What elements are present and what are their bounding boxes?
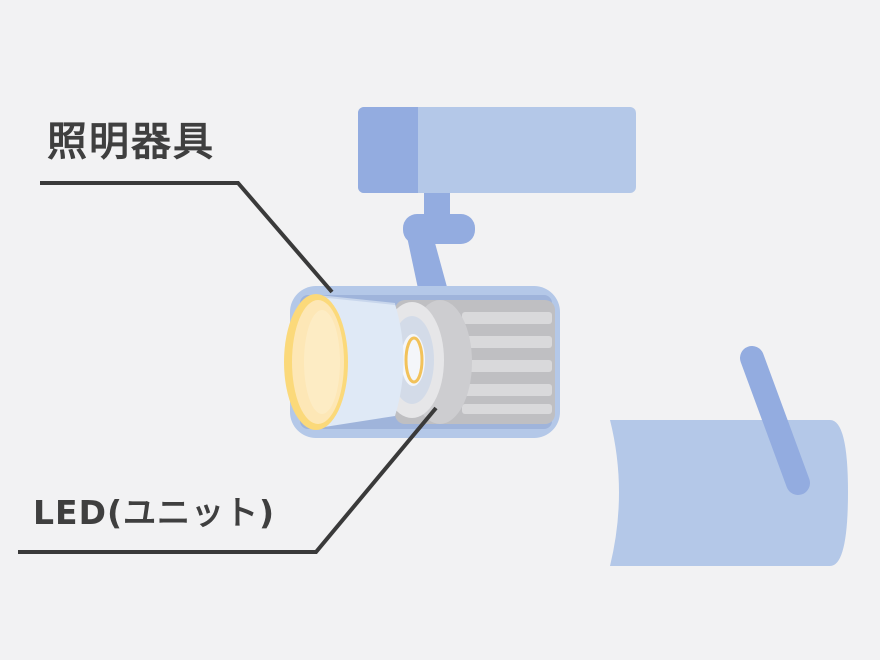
fixture-leader-line (40, 181, 334, 294)
led-unit-label: LED(ユニット) (33, 493, 276, 532)
leader-lines (18, 181, 438, 554)
fixture-label: 照明器具 (47, 119, 215, 165)
track-rail (610, 346, 848, 566)
track-mount (358, 107, 636, 215)
led-leader-line (18, 406, 438, 554)
mount-arm (403, 214, 475, 298)
light-face (284, 294, 348, 430)
